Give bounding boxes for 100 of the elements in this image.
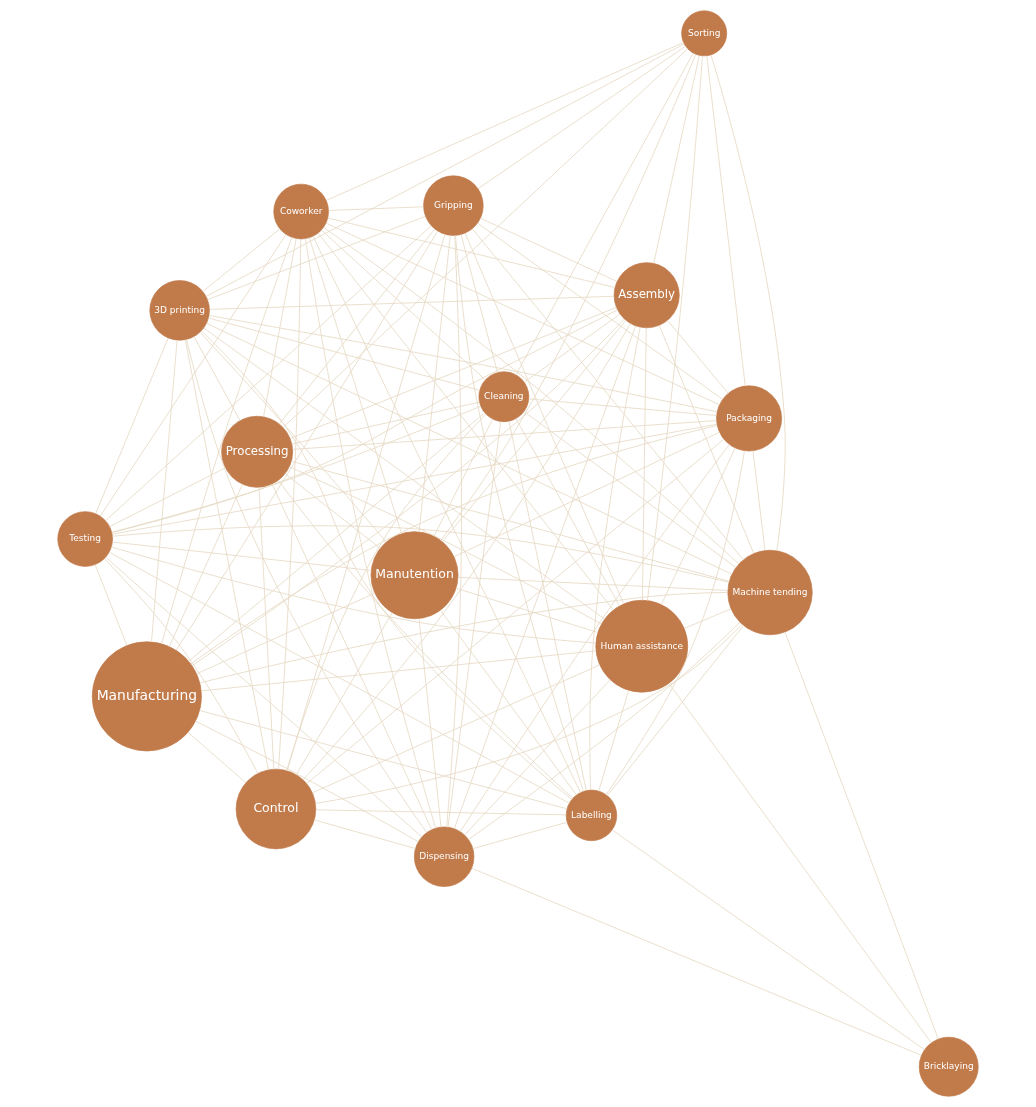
connector	[207, 215, 426, 301]
node-circle: Sorting	[681, 10, 728, 57]
connector	[453, 325, 636, 829]
connector	[784, 631, 939, 1040]
connector	[94, 564, 128, 646]
connector	[195, 720, 419, 843]
node-circle: Gripping	[423, 175, 484, 236]
connector	[317, 232, 614, 611]
connector	[282, 48, 688, 428]
connector	[99, 234, 287, 517]
connector	[112, 541, 372, 571]
node-circle: Assembly	[613, 262, 680, 329]
connector	[433, 418, 494, 537]
connector	[460, 234, 498, 373]
connector	[263, 238, 297, 417]
connector	[188, 412, 486, 662]
node-circle: Coworker	[273, 183, 329, 240]
connector	[455, 235, 584, 792]
connector	[453, 431, 720, 558]
connector	[186, 339, 427, 833]
connector	[199, 331, 387, 543]
connector	[440, 53, 697, 541]
connector	[168, 483, 243, 647]
node-circle: Packaging	[716, 385, 782, 452]
connector	[295, 612, 393, 775]
connector	[105, 556, 422, 838]
connector	[258, 487, 275, 770]
connector	[191, 318, 625, 667]
node-circle: Processing	[221, 415, 293, 488]
connector	[203, 327, 605, 620]
connector	[209, 295, 615, 310]
connector	[187, 731, 247, 784]
connector	[278, 480, 574, 799]
connector	[606, 625, 744, 796]
connector	[480, 217, 618, 282]
connector	[302, 323, 631, 781]
connector	[289, 306, 617, 439]
connector	[528, 398, 717, 416]
connector	[206, 322, 733, 575]
connector	[327, 217, 616, 288]
connector	[184, 339, 269, 771]
connector	[104, 558, 259, 774]
connector	[523, 313, 621, 383]
node-circle: Manutention	[370, 531, 459, 620]
node-circle: Bricklaying	[918, 1036, 979, 1097]
connector	[661, 447, 736, 605]
connector	[111, 405, 482, 533]
connector	[111, 546, 597, 644]
connector	[446, 235, 462, 828]
connector	[284, 473, 381, 549]
connector	[459, 444, 730, 833]
connector	[289, 466, 602, 625]
connector	[471, 867, 922, 1056]
connector	[447, 421, 502, 828]
connector	[190, 425, 718, 665]
connector	[418, 618, 442, 828]
connector	[271, 483, 432, 830]
node-circle: Human assistance	[595, 599, 689, 693]
connector	[202, 228, 281, 292]
connector	[325, 42, 684, 201]
connector	[321, 229, 486, 381]
connector	[477, 222, 723, 400]
connector	[111, 309, 618, 533]
connector	[472, 228, 744, 561]
connector	[199, 592, 729, 684]
connector	[653, 55, 700, 264]
node-circle: Dispensing	[413, 826, 475, 887]
connector	[647, 55, 703, 601]
connector	[199, 710, 568, 810]
connector	[598, 690, 630, 792]
connector	[523, 411, 737, 568]
connector	[109, 551, 570, 804]
connector	[109, 467, 226, 528]
connector	[589, 326, 641, 791]
node-circle: Labelling	[565, 789, 618, 841]
connector	[200, 330, 573, 800]
connector	[193, 336, 241, 421]
connector	[658, 324, 755, 554]
connector	[515, 52, 694, 376]
connector	[95, 337, 169, 515]
connector	[161, 237, 293, 645]
connector	[667, 320, 729, 394]
connector	[642, 327, 647, 601]
connector	[112, 525, 730, 583]
connector	[278, 238, 302, 770]
connector	[668, 683, 932, 1044]
connector	[457, 576, 729, 591]
node-circle: Machine tending	[727, 549, 813, 636]
connector	[286, 234, 446, 771]
connector	[200, 650, 597, 692]
connector	[710, 54, 786, 552]
connector	[323, 227, 740, 565]
connector	[308, 237, 402, 534]
connector	[291, 460, 730, 582]
connector	[312, 236, 581, 794]
connector	[175, 230, 439, 651]
connector	[455, 587, 599, 633]
connector	[306, 438, 725, 784]
connector	[208, 317, 481, 391]
connector	[328, 206, 424, 211]
